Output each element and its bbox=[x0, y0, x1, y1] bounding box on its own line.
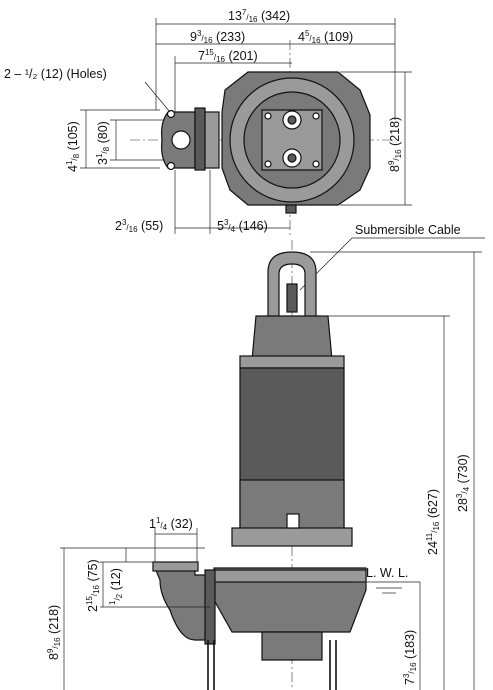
dim-top-inner: 715/16 (201) bbox=[198, 48, 258, 64]
dim-side-75: 215/16 (75) bbox=[85, 559, 101, 612]
elbow-top-flange bbox=[152, 561, 199, 572]
oil-plug bbox=[286, 513, 300, 529]
dim-left-outer: 41/8 (105) bbox=[65, 121, 81, 172]
dim-outlet-width: 11/4 (32) bbox=[149, 516, 193, 532]
dim-h-183: 73/16 (183) bbox=[402, 630, 418, 685]
motor-cap bbox=[251, 315, 333, 361]
motor-flange-top bbox=[239, 355, 345, 369]
dim-side-12: 1/2 (12) bbox=[108, 568, 124, 605]
motor-flange-bottom bbox=[231, 527, 353, 547]
submersible-cable bbox=[286, 283, 298, 313]
bolt-1 bbox=[264, 112, 272, 120]
dim-top-overall: 137/16 (342) bbox=[228, 8, 290, 24]
dim-side-218: 89/16 (218) bbox=[46, 605, 62, 660]
dim-top-right: 45/16 (109) bbox=[298, 29, 353, 45]
flange-hole-top bbox=[166, 109, 176, 119]
cable-core-top bbox=[287, 115, 297, 125]
flange-gasket bbox=[194, 107, 206, 171]
bolt-4 bbox=[312, 160, 320, 168]
lifting-eye-core bbox=[287, 153, 297, 163]
suction-base bbox=[261, 631, 323, 661]
bolt-2 bbox=[312, 112, 320, 120]
dim-top-left: 93/16 (233) bbox=[190, 29, 245, 45]
flange-bore bbox=[171, 130, 191, 150]
bolt-3 bbox=[264, 160, 272, 168]
dim-h-627: 2411/16 (627) bbox=[425, 489, 441, 555]
discharge-elbow bbox=[154, 567, 211, 641]
leader-holes bbox=[144, 81, 171, 113]
dim-h-730: 283/4 (730) bbox=[455, 454, 471, 512]
cover-plate bbox=[261, 109, 323, 171]
callout-holes: 2 – ¹/₂ (12) (Holes) bbox=[4, 67, 107, 81]
casing-rim bbox=[213, 569, 367, 583]
flange-hole-bottom bbox=[166, 161, 176, 171]
top-view: 137/16 (342) 93/16 (233) 45/16 (109) 715… bbox=[4, 8, 412, 235]
callout-cable: Submersible Cable bbox=[355, 223, 461, 237]
flange-neck bbox=[204, 111, 220, 169]
dim-bottom-left: 23/16 (55) bbox=[115, 218, 163, 234]
side-view: Submersible Cable L. W. L. bbox=[46, 223, 485, 690]
dim-bottom-mid: 53/4 (146) bbox=[217, 218, 268, 234]
drain-plug bbox=[285, 204, 297, 214]
dim-left-inner: 31/8 (80) bbox=[95, 121, 111, 165]
callout-lwl: L. W. L. bbox=[366, 566, 408, 580]
dim-right-top: 89/16 (218) bbox=[387, 117, 403, 172]
